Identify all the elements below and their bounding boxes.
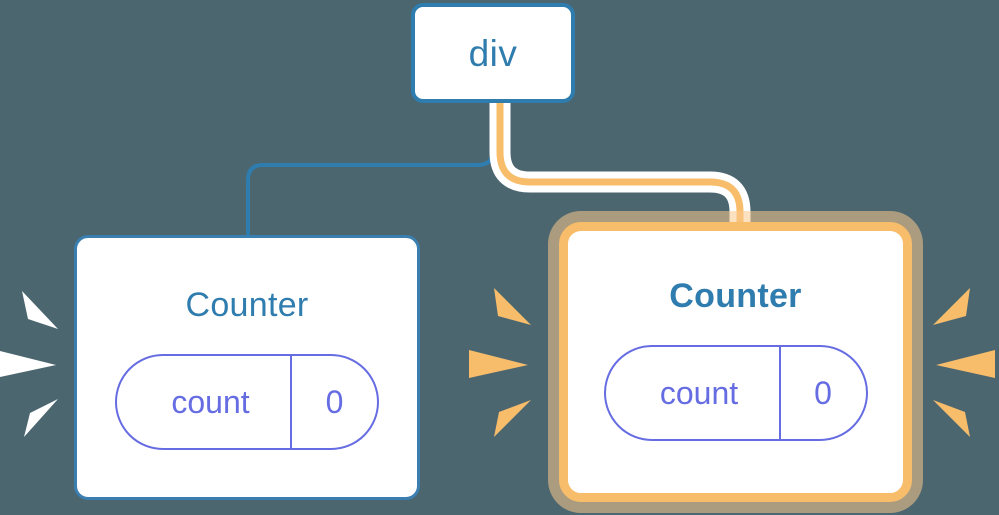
node-counter-right-title: Counter [669, 277, 802, 315]
node-counter-right[interactable]: Counter count 0 [559, 222, 912, 502]
edge-div-to-counter-left [246, 101, 495, 239]
node-div[interactable]: div [411, 3, 575, 103]
prop-value-label: 0 [325, 384, 344, 420]
prop-key-label: count [171, 384, 250, 420]
prop-pill-divider [290, 356, 292, 448]
spark-ray-lower [494, 400, 531, 437]
prop-value-label: 0 [814, 375, 832, 411]
spark-ray-middle [0, 351, 56, 377]
spark-ray-upper [933, 288, 970, 325]
edge-div-to-counter-right-halo [489, 103, 751, 236]
node-counter-left-title: Counter [185, 286, 309, 324]
spark-ray-upper [494, 288, 531, 325]
prop-key-label: count [659, 375, 739, 411]
node-counter-left[interactable]: Counter count 0 [74, 235, 420, 500]
spark-group-middle [466, 280, 536, 445]
prop-pill-count-left[interactable]: count 0 [115, 354, 379, 450]
spark-ray-upper [22, 291, 58, 329]
spark-ray-lower [933, 400, 970, 437]
prop-pill-count-right[interactable]: count 0 [603, 345, 868, 441]
prop-pill-divider [778, 347, 781, 439]
spark-ray-lower [24, 399, 58, 437]
edge-div-to-counter-right [496, 103, 744, 236]
spark-group-right-outer [928, 280, 998, 445]
node-div-label: div [468, 32, 518, 74]
spark-group-left-outer [0, 285, 66, 445]
spark-ray-middle [936, 350, 995, 378]
spark-ray-middle [469, 350, 528, 378]
